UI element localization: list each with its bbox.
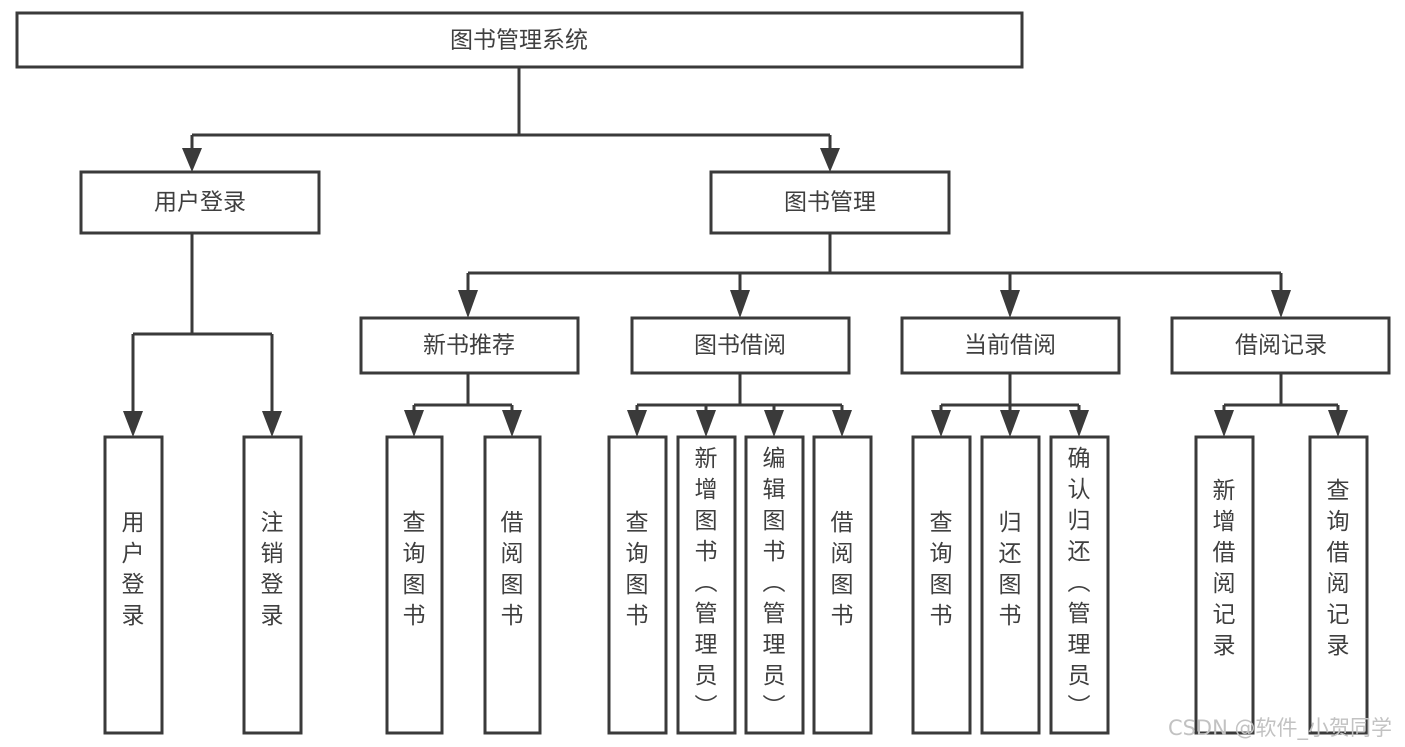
arrow-head-book-manage [820,148,840,172]
node-current-borrow-label: 当前借阅 [964,333,1056,359]
arrow-head-current-borrow [1000,290,1020,318]
node-leaf-query-borrow-record-box[interactable] [1308,435,1369,735]
node-leaf-user-login-label: 用户登录 [122,510,145,629]
node-leaf-query-book-2[interactable]: 查询图书 [607,435,668,735]
arrow-head-user-login [182,148,202,172]
node-leaf-query-book-1[interactable]: 查询图书 [385,435,444,735]
node-borrow-record[interactable]: 借阅记录 [1170,316,1391,375]
node-book-borrow-label: 图书借阅 [694,333,786,359]
arrow-head-leaf-add-borrow-record [1214,410,1234,437]
arrow-head-leaf-return-book [1000,410,1020,437]
node-borrow-record-label: 借阅记录 [1235,333,1327,359]
node-current-borrow[interactable]: 当前借阅 [900,316,1121,375]
node-leaf-query-book-3[interactable]: 查询图书 [911,435,972,735]
node-leaf-add-book[interactable]: 新增图书︵管理员︶ [676,435,737,735]
node-leaf-logout-login[interactable]: 注销登录 [242,435,303,735]
node-leaf-borrow-book-2-label: 借阅图书 [831,510,854,629]
arrow-head-borrow-record [1271,290,1291,318]
arrow-head-leaf-user-login [123,411,143,437]
arrow-head-leaf-borrow-book-1 [502,410,522,437]
arrow-head-leaf-edit-book [764,410,784,437]
node-leaf-confirm-return-label: 确认归还︵管理员︶ [1068,446,1091,720]
arrow-head-leaf-query-book-1 [404,410,424,437]
node-leaf-query-borrow-record-label: 查询借阅记录 [1327,478,1350,659]
node-root[interactable]: 图书管理系统 [15,11,1024,69]
csdn-watermark: CSDN @软件_小贺同学 [1168,716,1392,741]
node-user-login-box[interactable] [79,170,321,235]
node-leaf-query-borrow-record[interactable]: 查询借阅记录 [1308,435,1369,735]
node-leaf-query-book-1-label: 查询图书 [403,510,426,629]
node-borrow-record-box[interactable] [1170,316,1391,375]
arrow-head-leaf-confirm-return [1069,410,1089,437]
node-leaf-return-book-box[interactable] [980,435,1041,735]
node-leaf-borrow-book-1[interactable]: 借阅图书 [483,435,542,735]
node-leaf-return-book-label: 归还图书 [999,510,1022,629]
node-leaf-logout-login-label: 注销登录 [261,510,284,629]
arrow-head-leaf-borrow-book-2 [832,410,852,437]
node-leaf-query-book-3-box[interactable] [911,435,972,735]
arrow-head-leaf-query-book-2 [627,410,647,437]
arrow-head-book-borrow [730,290,750,318]
connectors-layer [123,67,1348,437]
node-leaf-add-borrow-record[interactable]: 新增借阅记录 [1194,435,1255,735]
arrow-head-leaf-query-borrow-record [1328,410,1348,437]
arrow-head-new-book-recommend [458,290,478,318]
node-leaf-add-book-box[interactable] [676,435,737,735]
node-leaf-add-book-label: 新增图书︵管理员︶ [695,446,718,720]
node-leaf-confirm-return-box[interactable] [1049,435,1110,735]
node-leaf-query-book-2-box[interactable] [607,435,668,735]
node-leaf-query-book-2-label: 查询图书 [626,510,649,629]
node-leaf-return-book[interactable]: 归还图书 [980,435,1041,735]
node-leaf-edit-book[interactable]: 编辑图书︵管理员︶ [744,435,805,735]
node-book-manage[interactable]: 图书管理 [709,170,951,235]
node-new-book-recommend[interactable]: 新书推荐 [359,316,580,375]
node-leaf-confirm-return[interactable]: 确认归还︵管理员︶ [1049,435,1110,735]
leaf-nodes-layer: 用户登录 注销登录 查询图书 借阅图书 查询图书 新增图书︵管理员︶ [103,435,1369,735]
node-user-login[interactable]: 用户登录 [79,170,321,235]
arrow-head-leaf-query-book-3 [931,410,951,437]
node-leaf-user-login-box[interactable] [103,435,164,735]
node-leaf-borrow-book-1-label: 借阅图书 [501,510,524,629]
node-book-manage-box[interactable] [709,170,951,235]
node-leaf-logout-login-box[interactable] [242,435,303,735]
arrow-head-leaf-logout-login [262,411,282,437]
node-new-book-recommend-label: 新书推荐 [423,333,515,359]
node-leaf-add-borrow-record-box[interactable] [1194,435,1255,735]
node-leaf-add-borrow-record-label: 新增借阅记录 [1213,478,1236,659]
node-book-manage-label: 图书管理 [784,190,876,216]
node-book-borrow[interactable]: 图书借阅 [630,316,851,375]
node-root-box[interactable] [15,11,1024,69]
node-book-borrow-box[interactable] [630,316,851,375]
node-leaf-edit-book-label: 编辑图书︵管理员︶ [763,446,786,720]
node-new-book-recommend-box[interactable] [359,316,580,375]
node-leaf-edit-book-box[interactable] [744,435,805,735]
node-leaf-query-book-1-box[interactable] [385,435,444,735]
node-leaf-borrow-book-2[interactable]: 借阅图书 [812,435,873,735]
node-leaf-user-login[interactable]: 用户登录 [103,435,164,735]
node-user-login-label: 用户登录 [154,190,246,216]
node-leaf-query-book-3-label: 查询图书 [930,510,953,629]
arrow-head-leaf-add-book [696,410,716,437]
node-root-label: 图书管理系统 [450,28,588,54]
node-leaf-borrow-book-1-box[interactable] [483,435,542,735]
node-leaf-borrow-book-2-box[interactable] [812,435,873,735]
node-current-borrow-box[interactable] [900,316,1121,375]
